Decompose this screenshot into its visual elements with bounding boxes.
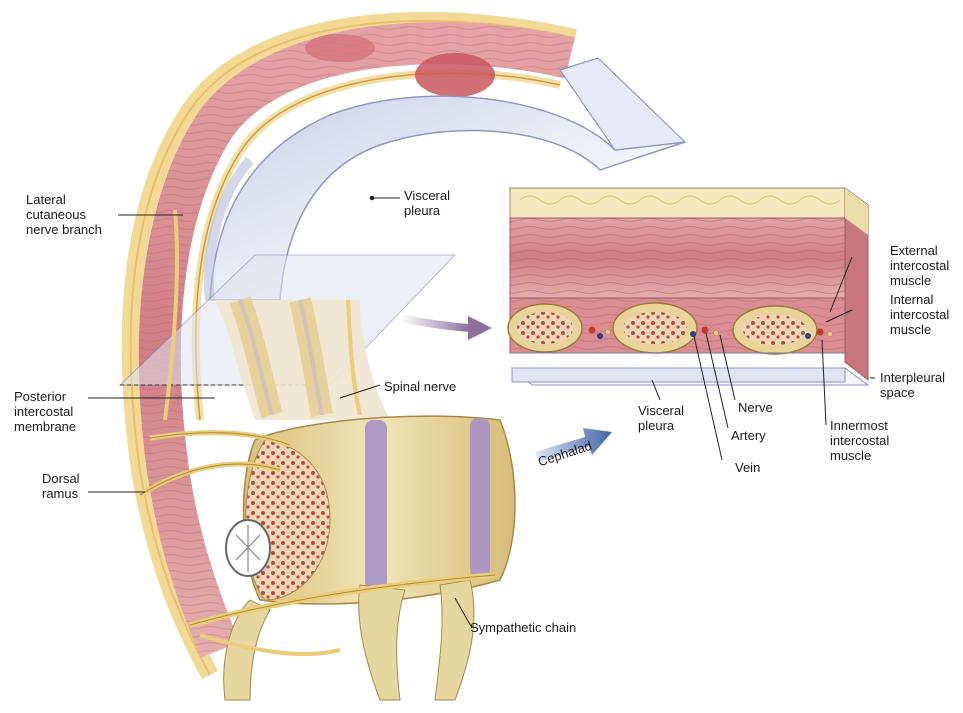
label-vein: Vein bbox=[735, 460, 760, 475]
label-internal-intercostal-muscle: Internal intercostal muscle bbox=[890, 292, 949, 337]
label-spinal-nerve: Spinal nerve bbox=[384, 379, 456, 394]
label-external-intercostal-muscle: External intercostal muscle bbox=[890, 243, 949, 288]
label-interpleural-space: Interpleural space bbox=[880, 370, 945, 400]
vertebral-column bbox=[224, 416, 515, 700]
label-artery: Artery bbox=[731, 428, 766, 443]
label-posterior-intercostal-membrane: Posterior intercostal membrane bbox=[14, 389, 76, 434]
label-visceral-pleura-inset: Visceral pleura bbox=[638, 403, 684, 433]
label-visceral-pleura-main: Visceral pleura bbox=[404, 188, 450, 218]
label-sympathetic-chain: Sympathetic chain bbox=[470, 620, 576, 635]
label-lateral-cutaneous-nerve-branch: Lateral cutaneous nerve branch bbox=[26, 192, 102, 237]
label-dorsal-ramus: Dorsal ramus bbox=[42, 471, 80, 501]
label-innermost-intercostal-muscle: Innermost intercostal muscle bbox=[830, 418, 889, 463]
label-nerve: Nerve bbox=[738, 400, 773, 415]
section-arrow bbox=[400, 316, 492, 340]
intercostal-inset bbox=[508, 188, 868, 385]
